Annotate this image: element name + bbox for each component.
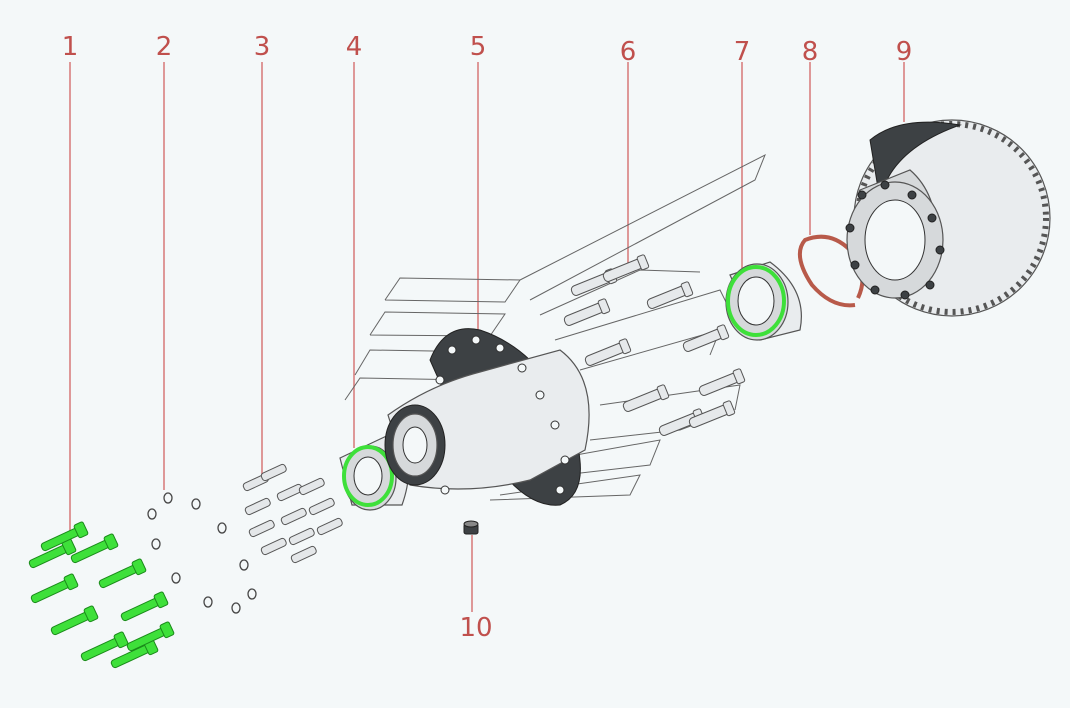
callout-9: 9 bbox=[896, 37, 913, 67]
stud bbox=[646, 281, 694, 309]
stud bbox=[682, 324, 730, 352]
bolt bbox=[40, 521, 89, 552]
flange-holes bbox=[435, 335, 570, 495]
callout-5: 5 bbox=[470, 32, 487, 62]
stud bbox=[602, 254, 650, 282]
callout-1: 1 bbox=[62, 32, 79, 62]
part-7-outer-bearing bbox=[725, 261, 802, 341]
nut bbox=[298, 477, 325, 496]
callout-8: 8 bbox=[802, 37, 819, 67]
nut bbox=[290, 545, 317, 564]
nut bbox=[276, 483, 303, 502]
bolt bbox=[50, 605, 99, 636]
nut bbox=[260, 537, 287, 556]
callout-2: 2 bbox=[156, 32, 173, 62]
stud bbox=[698, 368, 746, 396]
washer bbox=[151, 538, 161, 550]
stud bbox=[563, 298, 611, 326]
washer bbox=[147, 508, 157, 520]
bolt bbox=[30, 573, 79, 604]
callout-labels: 1 2 3 4 5 6 7 8 9 10 bbox=[62, 32, 913, 643]
part-6-wheel-studs bbox=[563, 254, 746, 436]
washer bbox=[239, 559, 249, 571]
nut bbox=[260, 463, 287, 482]
nut bbox=[316, 517, 343, 536]
leader-lines bbox=[69, 62, 905, 612]
part-3-nuts bbox=[242, 463, 343, 564]
bolt bbox=[98, 558, 147, 589]
nut bbox=[280, 507, 307, 526]
washer bbox=[163, 492, 173, 504]
stud bbox=[584, 338, 632, 366]
part-2-washers bbox=[147, 492, 257, 614]
part-5-hub bbox=[384, 328, 590, 506]
stud bbox=[688, 400, 736, 428]
nut bbox=[308, 497, 335, 516]
disc-holes bbox=[845, 180, 945, 300]
callout-3: 3 bbox=[254, 32, 271, 62]
bearing-seal-green bbox=[726, 265, 786, 337]
part-9-brake-disc bbox=[845, 119, 1051, 317]
washer bbox=[171, 572, 181, 584]
washer bbox=[217, 522, 227, 534]
washer bbox=[203, 596, 213, 608]
part-10-plug bbox=[463, 520, 479, 535]
callout-10: 10 bbox=[459, 613, 492, 643]
callout-4: 4 bbox=[346, 32, 363, 62]
bearing-seal-green bbox=[342, 445, 394, 507]
bolt bbox=[28, 538, 77, 569]
washer bbox=[231, 602, 241, 614]
bolt bbox=[70, 533, 119, 564]
part-1-wheel-bolts bbox=[28, 521, 175, 669]
nut bbox=[248, 519, 275, 538]
callout-7: 7 bbox=[734, 37, 751, 67]
bolt bbox=[80, 631, 129, 662]
washer bbox=[191, 498, 201, 510]
bolt bbox=[120, 591, 169, 622]
bolt bbox=[126, 621, 175, 652]
stud bbox=[622, 384, 670, 412]
nut bbox=[244, 497, 271, 516]
nut bbox=[288, 527, 315, 546]
washer bbox=[247, 588, 257, 600]
callout-6: 6 bbox=[620, 37, 637, 67]
